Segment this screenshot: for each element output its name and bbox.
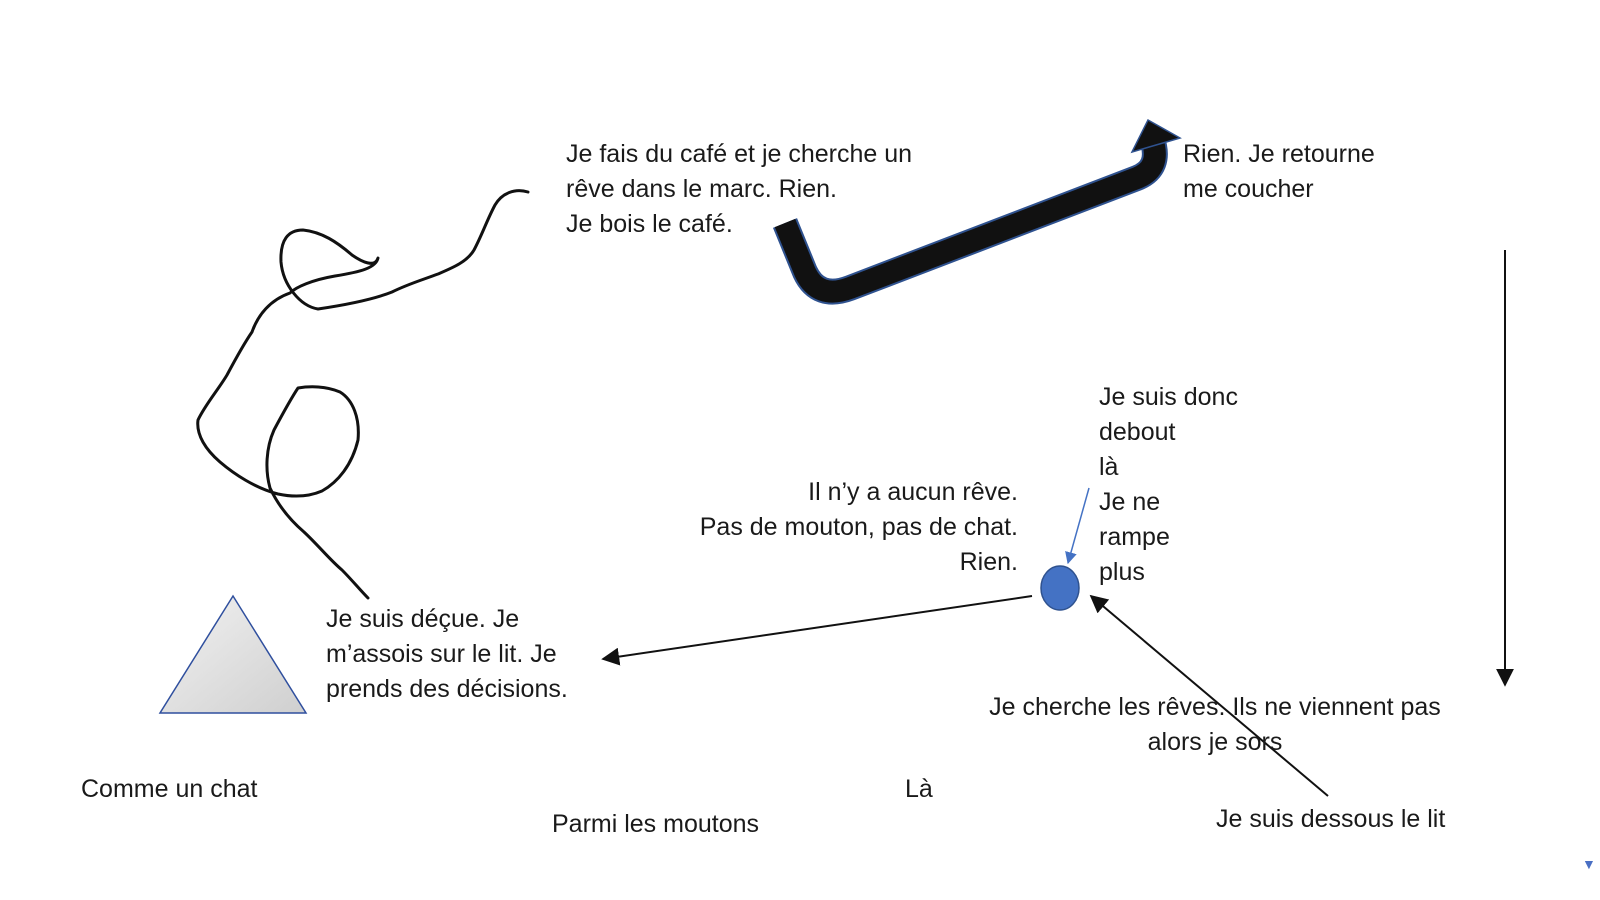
text-aucun-reve: Il n’y a aucun rêve. Pas de mouton, pas … [699,478,1018,576]
text-la: Là [905,775,933,803]
bent-arrow-body [774,135,1166,303]
text-dessous: Je suis dessous le lit [1216,805,1446,833]
triangle-shape [158,594,308,714]
text-retourne: Rien. Je retourne me coucher [1183,140,1375,203]
scroll-down-indicator-icon[interactable]: ▼ [1582,856,1596,872]
text-debout: Je suis donc debout là Je ne rampe plus [1099,383,1238,586]
scribble-line [196,189,530,600]
arrow-to-decue [601,595,1033,666]
blue-circle [1040,565,1080,611]
text-chat: Comme un chat [81,775,258,803]
thin-blue-arrow [1065,487,1090,565]
bent-arrow-head [1130,118,1182,154]
text-cherche: Je cherche les rêves. Ils ne viennent pa… [989,693,1441,756]
text-cafe: Je fais du café et je cherche un rêve da… [566,140,913,238]
text-decue: Je suis déçue. Je m’assois sur le lit. J… [326,605,568,703]
text-moutons: Parmi les moutons [552,810,760,838]
arrow-dessous-to-circle [1089,594,1329,797]
